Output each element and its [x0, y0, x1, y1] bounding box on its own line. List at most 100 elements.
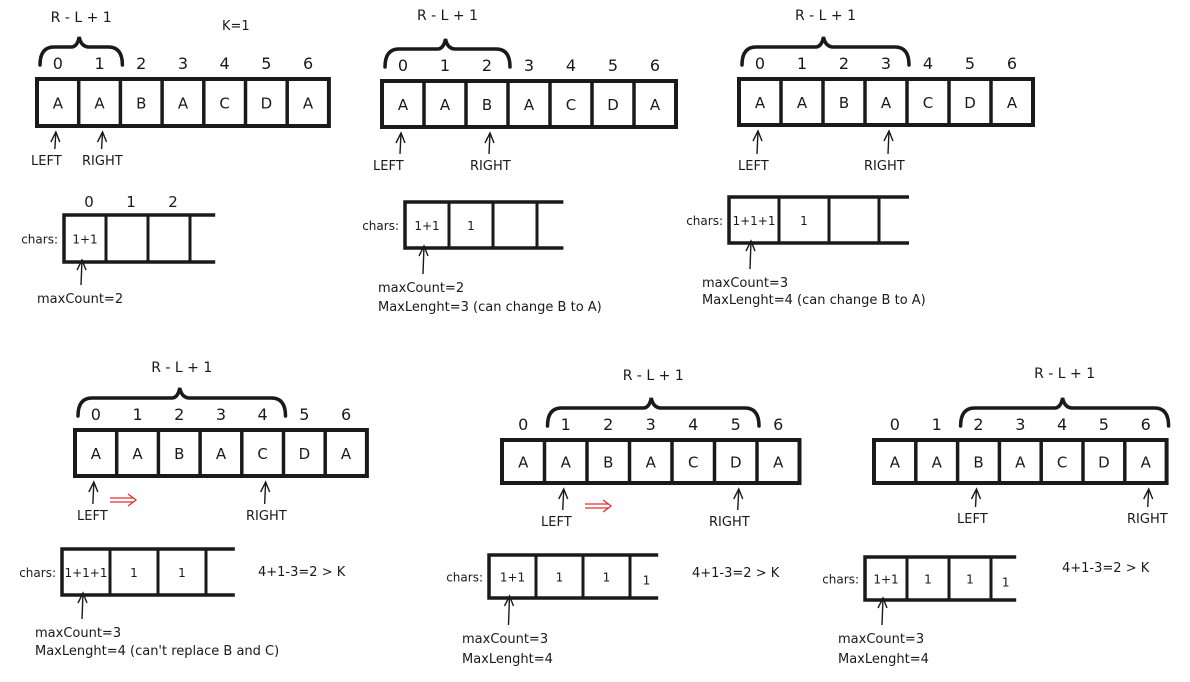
k-value: K=1 — [222, 19, 250, 34]
index-5: 5 — [965, 54, 975, 73]
chars-cell-1: 1 — [924, 573, 932, 587]
array-cell-3: A — [646, 454, 657, 472]
right-pointer-label: RIGHT — [1127, 512, 1168, 527]
array-cell-0: A — [398, 96, 409, 114]
chars-cell-0: 1+1+1 — [64, 566, 107, 580]
array-cell-0: A — [890, 454, 901, 472]
maxcount-arrow — [77, 591, 88, 620]
max-count-note: maxCount=3 — [702, 276, 788, 291]
index-0: 0 — [755, 54, 765, 73]
left-pointer-arrow — [88, 480, 99, 505]
array-cell-1: A — [932, 454, 943, 472]
chars-index-0: 0 — [84, 193, 94, 211]
chars-cell-3: 1 — [643, 574, 651, 588]
chars-cell-1: 1 — [800, 214, 808, 228]
array-cell-3: A — [216, 445, 227, 463]
max-length-note: MaxLenght=3 (can change B to A) — [378, 300, 602, 315]
chars-cell-3: 1 — [1002, 576, 1010, 590]
chars-label: chars: — [362, 219, 399, 233]
right-pointer-label: RIGHT — [864, 159, 905, 174]
window-bracket — [76, 387, 288, 418]
window-bracket — [38, 36, 125, 67]
window-bracket — [958, 397, 1171, 428]
array-cell-3: A — [178, 95, 189, 113]
index-0: 0 — [398, 56, 408, 75]
array-cell-5: D — [730, 454, 742, 472]
array-cell-5: D — [261, 95, 273, 113]
array-cell-0: A — [518, 454, 529, 472]
index-0: 0 — [518, 415, 528, 434]
chars-label: chars: — [19, 566, 56, 580]
index-1: 1 — [132, 405, 142, 424]
max-count-note: maxCount=3 — [462, 632, 548, 647]
chars-label: chars: — [21, 233, 58, 247]
right-pointer-arrow — [484, 131, 495, 155]
right-pointer-arrow — [1143, 487, 1154, 508]
maxcount-arrow — [877, 596, 888, 626]
left-pointer-arrow — [395, 131, 406, 155]
index-6: 6 — [1007, 54, 1017, 73]
chars-index-1: 1 — [126, 193, 136, 211]
max-length-note: MaxLenght=4 (can change B to A) — [702, 293, 926, 308]
maxcount-arrow — [418, 244, 429, 275]
index-3: 3 — [646, 415, 656, 434]
index-3: 3 — [216, 405, 226, 424]
window-bracket — [383, 38, 512, 69]
right-pointer-label: RIGHT — [82, 154, 123, 169]
index-6: 6 — [1141, 415, 1151, 434]
index-5: 5 — [731, 415, 741, 434]
chars-cell-2: 1 — [178, 566, 186, 580]
index-3: 3 — [881, 54, 891, 73]
index-4: 4 — [258, 405, 268, 424]
array-cell-1: A — [440, 96, 451, 114]
index-4: 4 — [1057, 415, 1067, 434]
max-length-note: MaxLenght=4 (can't replace B and C) — [35, 644, 279, 659]
index-5: 5 — [299, 405, 309, 424]
index-1: 1 — [797, 54, 807, 73]
left-pointer-arrow — [970, 487, 982, 508]
chars-cell-1: 1 — [556, 571, 564, 585]
shift-right-arrow — [110, 493, 138, 507]
array-cell-6: A — [1007, 94, 1018, 112]
left-pointer-label: LEFT — [541, 515, 572, 530]
shift-right-arrow — [585, 499, 613, 513]
window-formula: R - L + 1 — [1034, 366, 1095, 382]
array-cell-3: A — [881, 94, 892, 112]
left-pointer-arrow — [558, 487, 569, 511]
array-cell-1: A — [561, 454, 572, 472]
index-0: 0 — [53, 54, 63, 73]
left-pointer-arrow — [50, 130, 61, 150]
window-check-note: 4+1-3=2 > K — [692, 566, 780, 581]
array-cell-5: D — [1098, 454, 1110, 472]
index-5: 5 — [1099, 415, 1109, 434]
max-length-note: MaxLenght=4 — [462, 652, 553, 667]
max-count-note: maxCount=2 — [37, 292, 123, 307]
index-2: 2 — [174, 405, 184, 424]
chars-cell-0: 1+1 — [500, 571, 525, 585]
window-formula: R - L + 1 — [151, 360, 212, 376]
chars-cell-0: 1+1 — [72, 233, 97, 247]
array-cell-5: D — [607, 96, 619, 114]
array-cell-0: A — [53, 95, 64, 113]
window-formula: R - L + 1 — [51, 10, 112, 26]
window-check-note: 4+1-3=2 > K — [258, 565, 346, 580]
array-cell-2: B — [839, 94, 849, 112]
left-pointer-label: LEFT — [77, 509, 108, 524]
index-6: 6 — [650, 56, 660, 75]
array-cell-1: A — [132, 445, 143, 463]
